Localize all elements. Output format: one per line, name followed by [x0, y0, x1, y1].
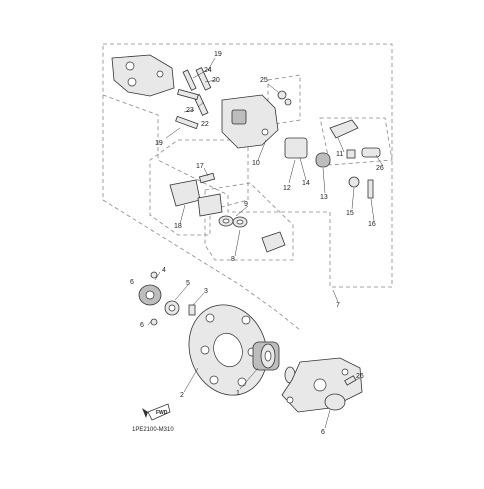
callout-23: 23	[186, 107, 194, 114]
callout-17: 17	[196, 163, 204, 170]
catalog-code: 1PE2100-M310	[132, 427, 174, 433]
callout-16: 16	[368, 221, 376, 228]
callout-24: 25	[260, 77, 268, 84]
disc-guard	[281, 357, 363, 413]
callout-4: 4	[162, 267, 166, 274]
brake-pads	[169, 172, 223, 217]
caliper-bracket	[111, 54, 175, 97]
lower-connection-line	[102, 199, 301, 331]
callout-7: 6	[321, 429, 325, 436]
callout-labels: 19 24 20 25 23 22 19 10 11 17 26 12 14 1…	[130, 51, 384, 436]
callout-11: 10	[252, 160, 260, 167]
hub-collar	[138, 271, 196, 326]
callout-1: 1	[236, 390, 240, 397]
piston-group-outline	[204, 182, 294, 261]
callout-12-left: 12	[283, 185, 291, 192]
pad-group-outline	[149, 139, 249, 236]
callout-18: 18	[174, 223, 182, 230]
callout-6-bottom: 6	[140, 322, 144, 329]
fwd-arrow: FWD	[142, 403, 171, 421]
fwd-label: FWD	[156, 410, 168, 416]
pedal-pivot-parts	[284, 119, 381, 199]
piston-seals	[218, 215, 286, 253]
callout-14: 14	[302, 180, 310, 187]
leader-lines	[147, 57, 384, 429]
caliper-pins-outline	[267, 74, 301, 126]
caliper-bolts	[175, 67, 292, 130]
callout-8: 7	[336, 302, 340, 309]
callout-13: 13	[320, 194, 328, 201]
callout-19-left: 19	[155, 140, 163, 147]
callout-26: 26	[356, 373, 364, 380]
callout-12-right: 11	[336, 151, 343, 158]
callout-20: 20	[212, 77, 220, 84]
caliper-group-outline	[102, 43, 393, 288]
callout-2: 2	[180, 392, 184, 399]
callout-10: 9	[244, 201, 248, 208]
callout-21: 24	[204, 67, 212, 74]
callout-25: 26	[376, 165, 384, 172]
caliper-body	[221, 94, 279, 149]
callout-9: 8	[231, 256, 235, 263]
callout-3: 3	[204, 288, 208, 295]
callout-19-top: 19	[214, 51, 222, 58]
callout-15: 15	[346, 210, 354, 217]
callout-22: 22	[201, 121, 209, 128]
brake-pedal-outline	[319, 117, 393, 166]
callout-6-top: 6	[130, 279, 134, 286]
callout-5: 5	[186, 280, 190, 287]
